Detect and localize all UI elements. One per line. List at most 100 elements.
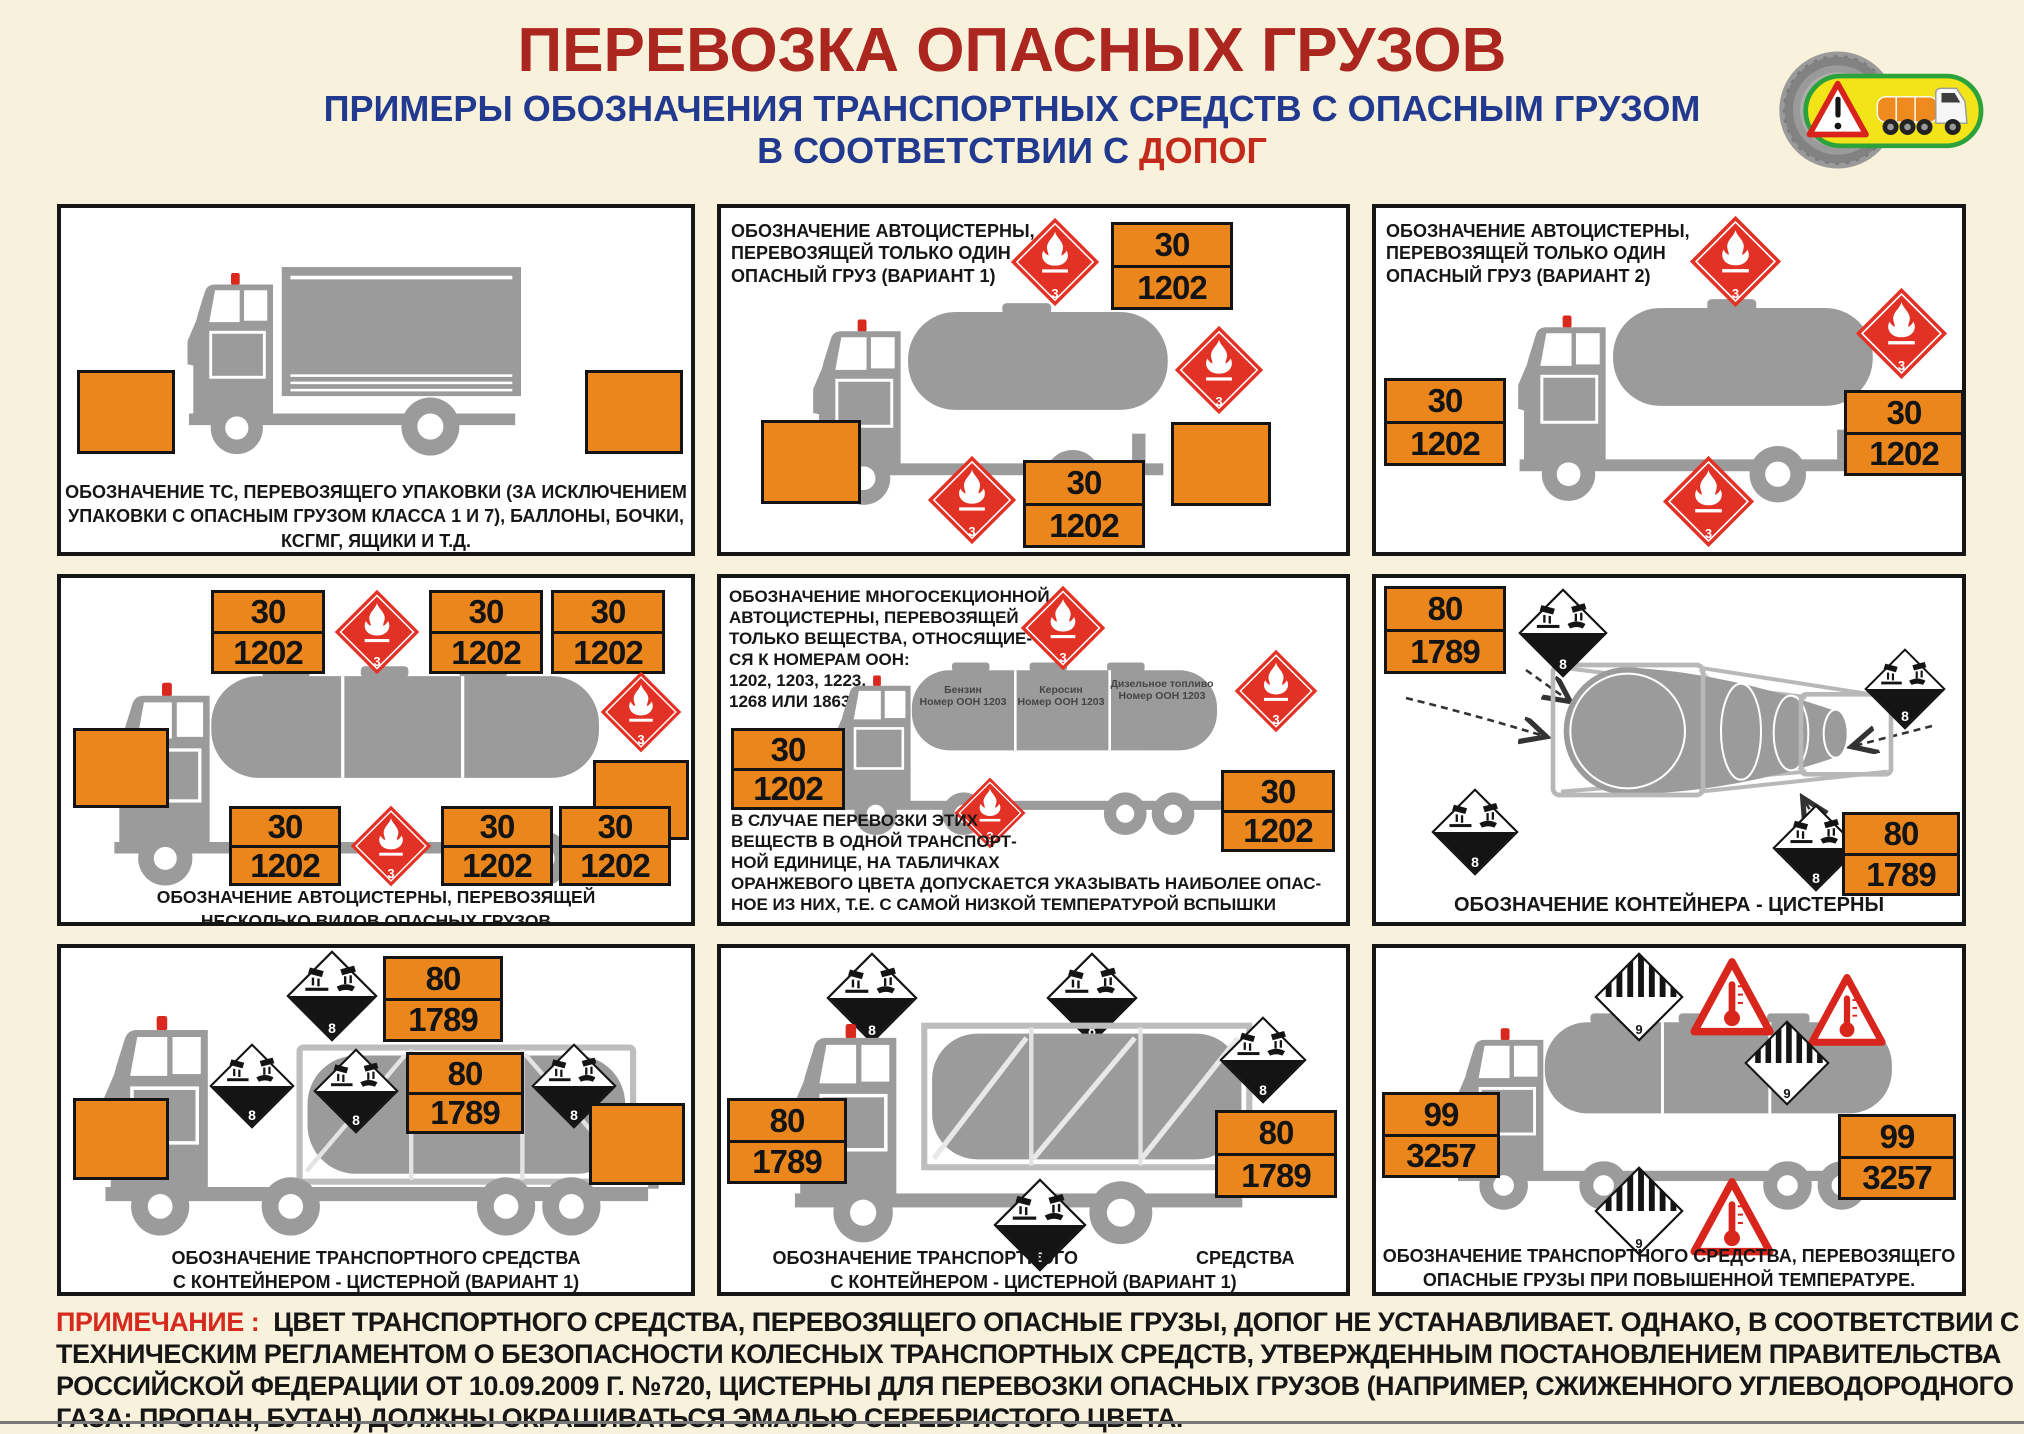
un-number: 1789 — [1218, 1152, 1334, 1196]
placard-class3-flammable: 3 — [333, 588, 421, 676]
orange-plate-80-1789: 80 1789 — [1384, 586, 1506, 674]
panel-caption: ОБОЗНАЧЕНИЕ ТС, ПЕРЕВОЗЯЩЕГО УПАКОВКИ (З… — [61, 480, 691, 552]
un-number: 1202 — [554, 630, 662, 672]
placard-class8-corrosive: 8 — [1046, 952, 1138, 1044]
orange-plate-80-1789: 80 1789 — [1215, 1110, 1337, 1198]
placard-class3-flammable: 3 — [1233, 648, 1319, 734]
kemler-code: 30 — [1154, 226, 1191, 264]
poster-header: ПЕРЕВОЗКА ОПАСНЫХ ГРУЗОВ ПРИМЕРЫ ОБОЗНАЧ… — [0, 0, 2024, 198]
page-subtitle-line2: В СООТВЕТСТВИИ С ДОПОГ — [0, 129, 2024, 171]
un-number: 1202 — [1847, 431, 1961, 474]
box-truck-illustration — [151, 254, 601, 457]
orange-plate-blank — [761, 420, 861, 504]
placard-class9-misc: 9 — [1594, 1166, 1684, 1256]
page-subtitle: ПРИМЕРЫ ОБОЗНАЧЕНИЯ ТРАНСПОРТНЫХ СРЕДСТВ… — [323, 88, 1701, 130]
panel-heading: ОБОЗНАЧЕНИЕ МНОГОСЕКЦИОННОЙ АВТОЦИСТЕРНЫ… — [729, 587, 1050, 712]
orange-plate-30-1202: 30 1202 — [1221, 770, 1335, 852]
un-number: 1789 — [386, 997, 500, 1040]
panel-caption: ОБОЗНАЧЕНИЕ АВТОЦИСТЕРНЫ, ПЕРЕВОЗЯЩЕЙ НЕ… — [156, 887, 596, 926]
un-number: 1789 — [409, 1091, 521, 1132]
un-number: 3257 — [1385, 1133, 1497, 1176]
panels-grid: ОБОЗНАЧЕНИЕ ТС, ПЕРЕВОЗЯЩЕГО УПАКОВКИ (З… — [0, 204, 2024, 1296]
panel-packages-truck: ОБОЗНАЧЕНИЕ ТС, ПЕРЕВОЗЯЩЕГО УПАКОВКИ (З… — [57, 204, 695, 556]
footnote-line: ГАЗА: ПРОПАН, БУТАН) ДОЛЖНЫ ОКРАШИВАТЬСЯ… — [56, 1403, 1183, 1433]
orange-plate-30-1202: 30 1202 — [211, 590, 325, 674]
placard-class3-flammable: 3 — [1019, 584, 1107, 672]
placard-class8-corrosive: 8 — [993, 1178, 1087, 1272]
page-title: ПЕРЕВОЗКА ОПАСНЫХ ГРУЗОВ — [517, 16, 1507, 85]
tank-section-label: Дизельное топливо Номер ООН 1203 — [1110, 678, 1214, 703]
kemler-code: 80 — [769, 1101, 806, 1139]
kemler-code: 30 — [468, 593, 505, 631]
placard-class8-corrosive: 8 — [286, 950, 378, 1042]
orange-plate-80-1789: 80 1789 — [1842, 812, 1960, 896]
footnote-line: ТЕХНИЧЕСКИМ РЕГЛАМЕНТОМ О БЕЗОПАСНОСТИ К… — [56, 1339, 2001, 1369]
panel-tanker-multiple-goods: 30 1202 3 30 1202 30 1202 3 30 1202 3 — [57, 574, 695, 926]
placard-class3-flammable: 3 — [1173, 324, 1265, 416]
tank-section-label: Бензин Номер ООН 1203 — [919, 684, 1007, 709]
orange-plate-30-1202: 30 1202 — [731, 728, 845, 810]
kemler-code: 80 — [1258, 1114, 1295, 1152]
kemler-code: 80 — [425, 959, 462, 997]
orange-plate-80-1789: 80 1789 — [383, 956, 503, 1042]
panel-heading: ОБОЗНАЧЕНИЕ АВТОЦИСТЕРНЫ, ПЕРЕВОЗЯЩЕЙ ТО… — [731, 221, 1035, 286]
placard-class8-corrosive: 8 — [1219, 1016, 1307, 1104]
orange-plate-blank — [73, 728, 169, 808]
caption-line: ОБОЗНАЧЕНИЕ ТС, ПЕРЕВОЗЯЩЕГО УПАКОВКИ (З… — [65, 482, 687, 502]
placard-class8-corrosive: 8 — [1864, 648, 1946, 730]
orange-plate-80-1789: 80 1789 — [406, 1052, 524, 1134]
panel-tanker-single-variant1: ОБОЗНАЧЕНИЕ АВТОЦИСТЕРНЫ, ПЕРЕВОЗЯЩЕЙ ТО… — [717, 204, 1350, 556]
caption-line: КСГМГ, ЯЩИКИ И Т.Д. — [281, 530, 471, 551]
kemler-code: 30 — [590, 593, 627, 631]
orange-plate-99-3257: 99 3257 — [1838, 1114, 1956, 1200]
un-number: 1202 — [734, 767, 842, 808]
placard-class8-corrosive: 8 — [209, 1043, 295, 1129]
kemler-code: 30 — [479, 808, 516, 846]
panel-caption: ОБОЗНАЧЕНИЕ ТРАНСПОРТНОГО СРЕДСТВА, ПЕРЕ… — [1382, 1246, 1956, 1291]
orange-plate-30-1202: 30 1202 — [1844, 390, 1962, 476]
panel-vehicle-tank-container-v1: 8 80 1789 8 8 80 1789 8 ОБОЗНАЧЕНИЕ ТРАН… — [57, 944, 695, 1296]
warning-triangle-icon — [1806, 80, 1869, 138]
tank-section-label: Керосин Номер ООН 1203 — [1017, 684, 1105, 709]
kemler-code: 30 — [1427, 382, 1464, 420]
placard-class3-flammable: 3 — [1009, 216, 1101, 308]
un-number: 1202 — [1387, 420, 1503, 464]
footnote-line: РОССИЙСКОЙ ФЕДЕРАЦИИ ОТ 10.09.2009 Г. №7… — [56, 1371, 2014, 1401]
placard-class3-flammable: 3 — [349, 804, 433, 888]
kemler-code: 99 — [1423, 1095, 1460, 1133]
kemler-code: 80 — [1883, 815, 1920, 853]
adr-logo — [1779, 51, 1984, 169]
orange-plate-blank — [585, 370, 683, 454]
orange-plate-30-1202: 30 1202 — [1023, 460, 1145, 548]
panel-vehicle-tank-container-v2: 8 8 80 1789 8 80 1789 8 ОБОЗНАЧЕНИЕ ТРАН… — [717, 944, 1350, 1296]
un-number: 1202 — [444, 844, 550, 884]
orange-plate-30-1202: 30 1202 — [559, 806, 671, 886]
caption-line: УПАКОВКИ С ОПАСНЫМ ГРУЗОМ КЛАССА 1 И 7),… — [68, 506, 684, 527]
kemler-code: 30 — [597, 808, 634, 846]
un-number: 1789 — [1387, 628, 1503, 672]
orange-plate-blank — [1171, 422, 1271, 506]
placard-class3-flammable: 3 — [1854, 286, 1949, 381]
kemler-code: 30 — [1260, 772, 1297, 810]
kemler-code: 30 — [1886, 393, 1923, 431]
un-number: 3257 — [1841, 1155, 1953, 1198]
panel-caption: ОБОЗНАЧЕНИЕ ТРАНСПОРТНОГО СРЕДСТВА С КОН… — [772, 1248, 1295, 1293]
placard-class3-flammable: 3 — [926, 454, 1018, 546]
placard-class9-misc: 9 — [1744, 1020, 1830, 1106]
orange-plate-30-1202: 30 1202 — [551, 590, 665, 674]
placard-class8-corrosive: 8 — [1431, 788, 1519, 876]
orange-plate-99-3257: 99 3257 — [1382, 1092, 1500, 1178]
kemler-code: 30 — [250, 593, 287, 631]
un-number: 1202 — [562, 844, 668, 884]
kemler-code: 30 — [267, 808, 304, 846]
orange-plate-30-1202: 30 1202 — [229, 806, 341, 886]
orange-plate-30-1202: 30 1202 — [429, 590, 543, 674]
footnote-line: ПРИМЕЧАНИЕ :ЦВЕТ ТРАНСПОРТНОГО СРЕДСТВА,… — [56, 1307, 2019, 1337]
placard-class9-misc: 9 — [1594, 952, 1684, 1042]
panel-caption: ОБОЗНАЧЕНИЕ ТРАНСПОРТНОГО СРЕДСТВА С КОН… — [171, 1248, 581, 1293]
subtitle2-prefix: В СООТВЕТСТВИИ С — [757, 129, 1139, 171]
un-number: 1202 — [1224, 809, 1332, 850]
un-number: 1202 — [1026, 502, 1142, 546]
panel-elevated-temperature: 9 9 99 3257 99 3257 9 ОБОЗНАЧЕНИЕ ТРАНСП… — [1372, 944, 1966, 1296]
